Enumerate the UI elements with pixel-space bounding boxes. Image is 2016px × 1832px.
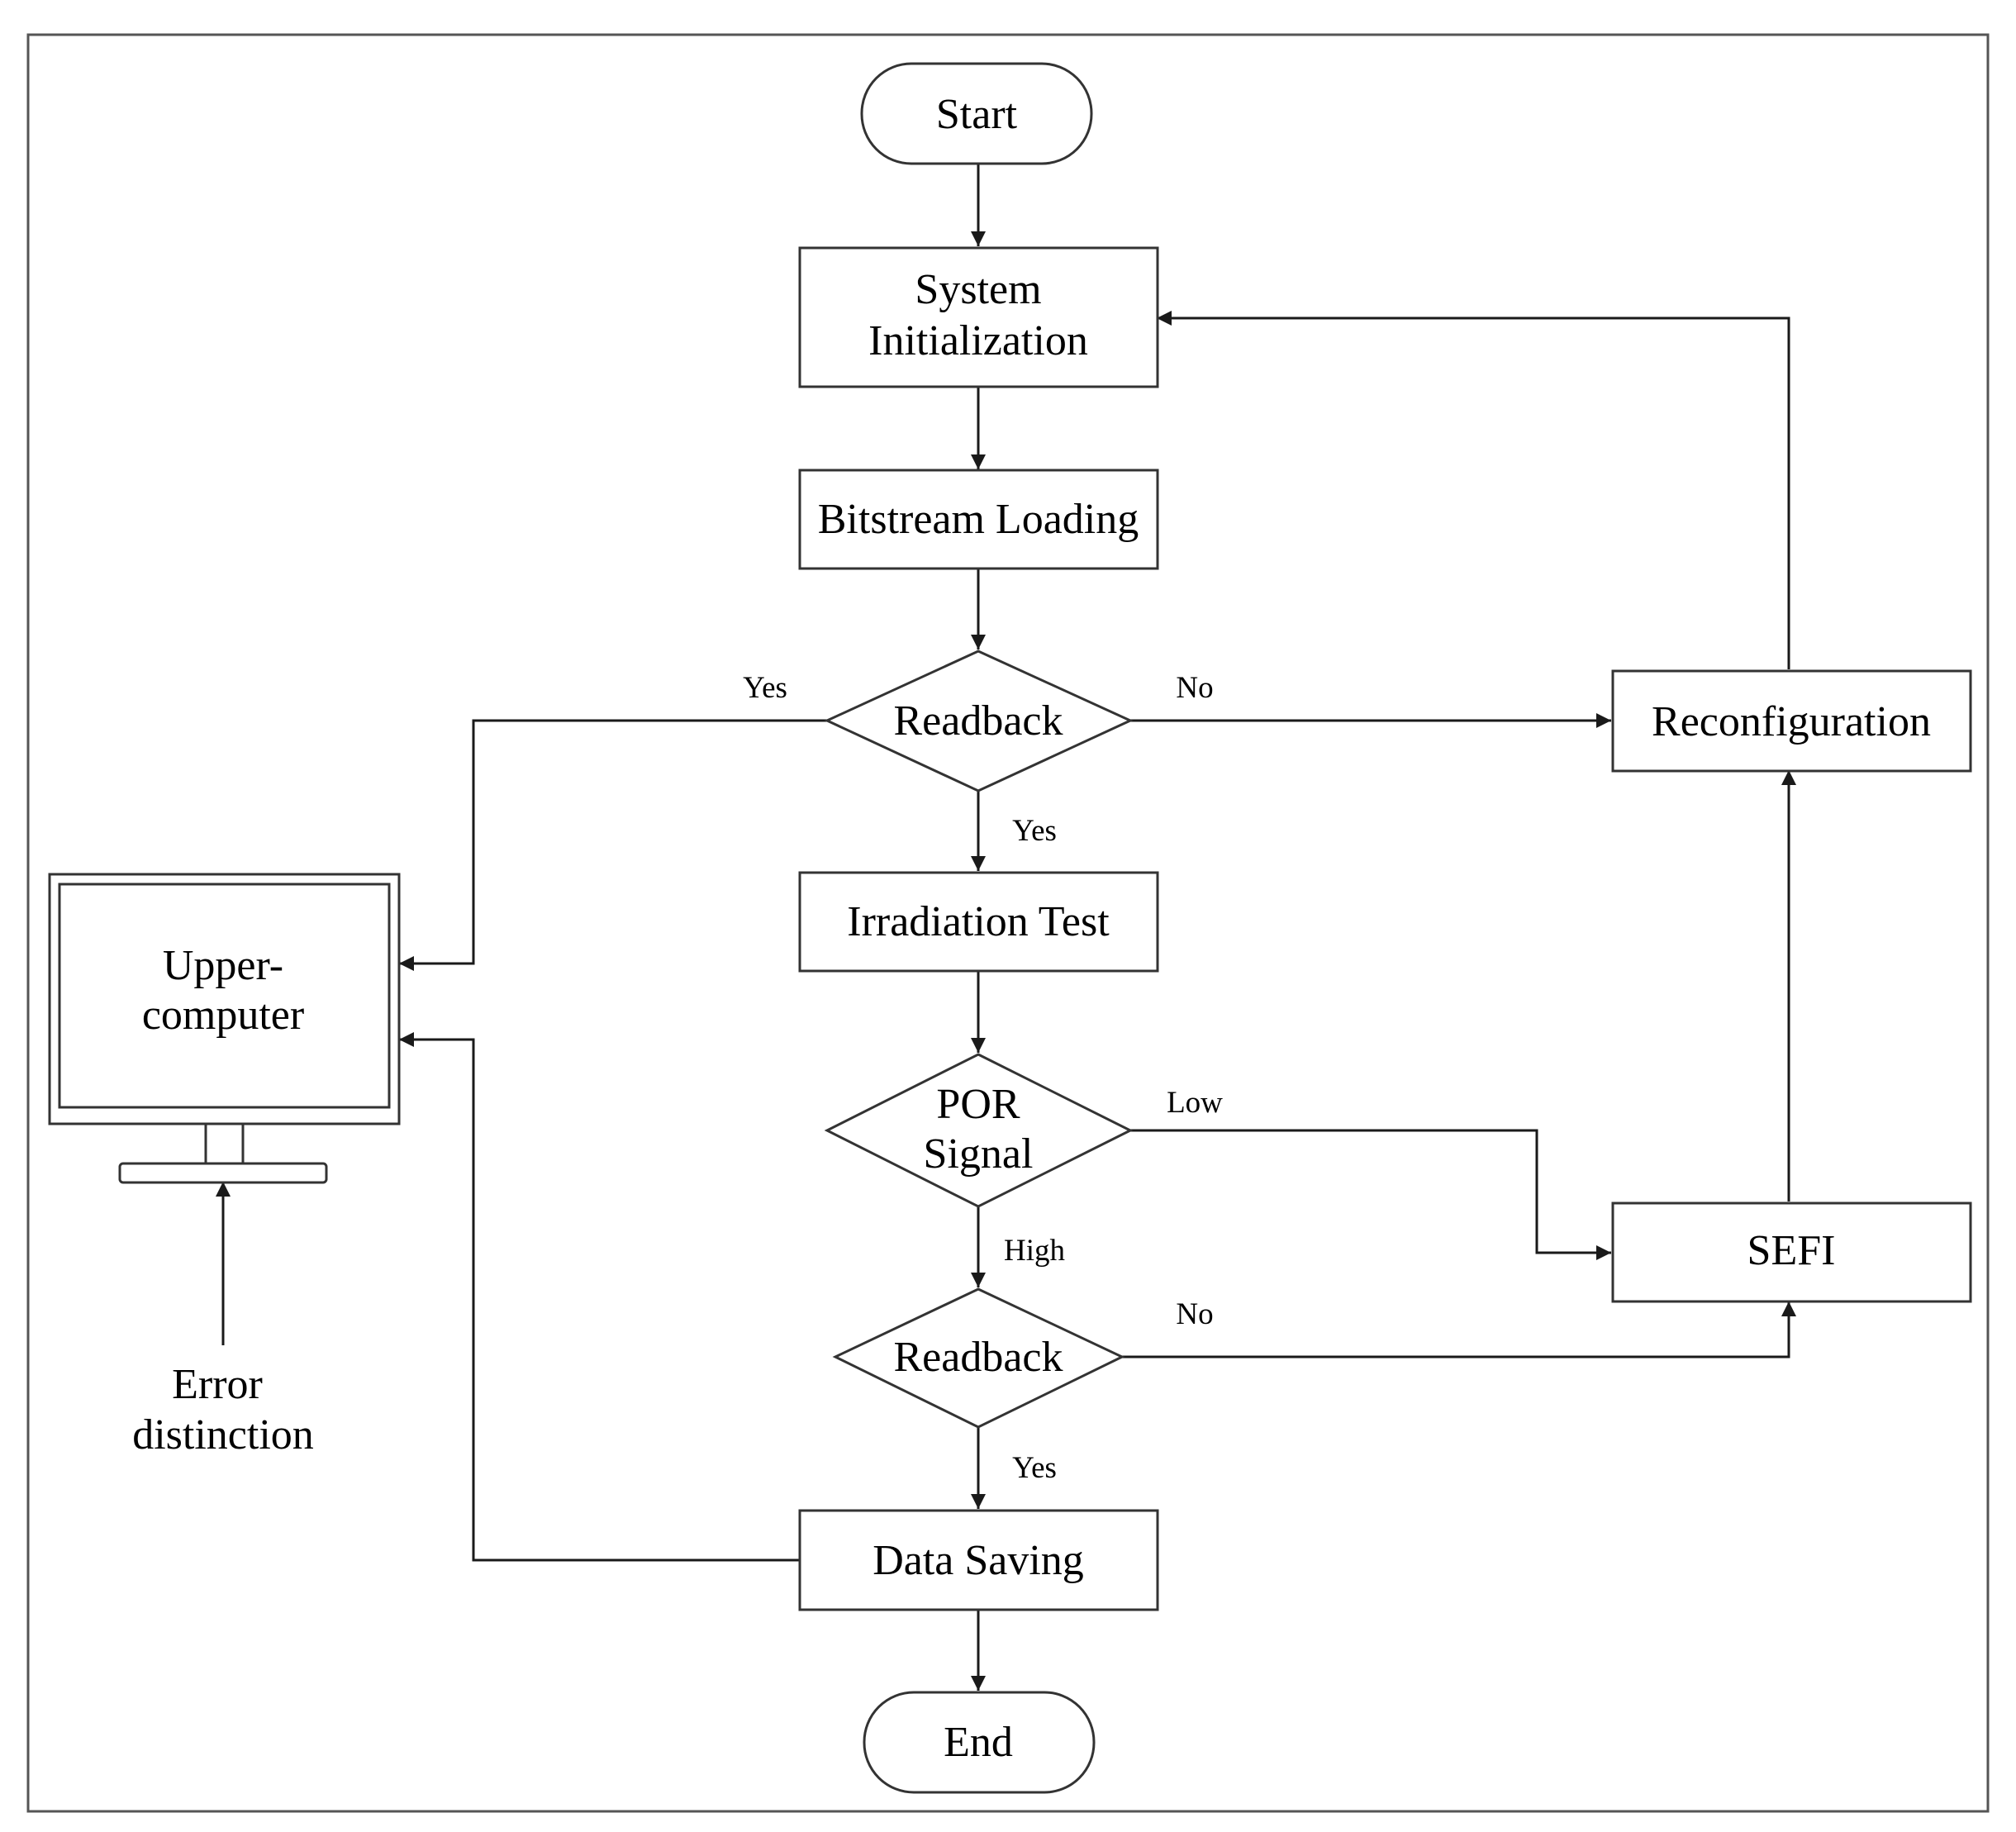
- system-initialization-node: System Initialization: [798, 246, 1159, 388]
- upper-computer-label-line1: Upper-: [163, 942, 283, 989]
- end-node: End: [863, 1691, 1096, 1794]
- sefi-node: SEFI: [1611, 1202, 1972, 1303]
- edge-label-readback-1-yes-down: Yes: [1012, 814, 1057, 848]
- por-signal-decision: POR Signal: [824, 1053, 1134, 1208]
- bitstream-loading-node: Bitstream Loading: [798, 469, 1159, 570]
- readback-decision-2: Readback: [832, 1287, 1125, 1429]
- error-distinction-label: Error distinction: [132, 1361, 314, 1458]
- diagram-frame: [26, 33, 1990, 1813]
- edges: [216, 164, 1796, 1691]
- readback-1-label: Readback: [893, 697, 1063, 745]
- readback-decision-1: Readback: [824, 650, 1134, 792]
- edge-labels: Yes No Yes Low High No Yes: [743, 671, 1223, 1485]
- edge-reconfiguration-to-init: [1157, 311, 1790, 669]
- edge-data-saving-to-upper-computer: [399, 1032, 799, 1562]
- data-saving-label: Data Saving: [872, 1537, 1084, 1584]
- sefi-label: SEFI: [1747, 1227, 1836, 1274]
- edge-por-low-to-sefi: [1130, 1129, 1611, 1260]
- irradiation-test-node: Irradiation Test: [798, 871, 1159, 973]
- por-signal-label-line2: Signal: [924, 1130, 1034, 1178]
- por-signal-label-line1: POR: [936, 1081, 1020, 1128]
- data-saving-node: Data Saving: [798, 1509, 1159, 1611]
- edge-label-por-high: High: [1004, 1234, 1066, 1268]
- start-label: Start: [936, 91, 1018, 138]
- end-label: End: [944, 1719, 1013, 1766]
- edge-readback-no-to-sefi: [1122, 1301, 1796, 1359]
- reconfiguration-label: Reconfiguration: [1652, 698, 1931, 745]
- upper-computer-label-line2: computer: [142, 992, 304, 1039]
- edge-label-por-low: Low: [1167, 1086, 1223, 1120]
- bitstream-loading-label: Bitstream Loading: [818, 496, 1139, 543]
- start-node: Start: [860, 62, 1093, 165]
- irradiation-test-label: Irradiation Test: [847, 898, 1110, 945]
- edge-label-readback-1-no: No: [1176, 671, 1213, 705]
- edge-readback-yes-to-upper-computer: [399, 719, 827, 971]
- monitor-icon: Upper- computer: [48, 873, 401, 1184]
- edge-label-readback-2-no: No: [1176, 1297, 1213, 1331]
- edge-label-readback-1-yes-left: Yes: [743, 671, 787, 705]
- error-distinction-label-line2: distinction: [132, 1411, 314, 1458]
- system-initialization-label-line2: Initialization: [868, 317, 1088, 364]
- edge-label-readback-2-yes: Yes: [1012, 1451, 1057, 1485]
- system-initialization-label-line1: System: [915, 266, 1041, 313]
- readback-2-label: Readback: [893, 1334, 1063, 1381]
- error-distinction-label-line1: Error: [172, 1361, 263, 1408]
- reconfiguration-node: Reconfiguration: [1611, 669, 1972, 773]
